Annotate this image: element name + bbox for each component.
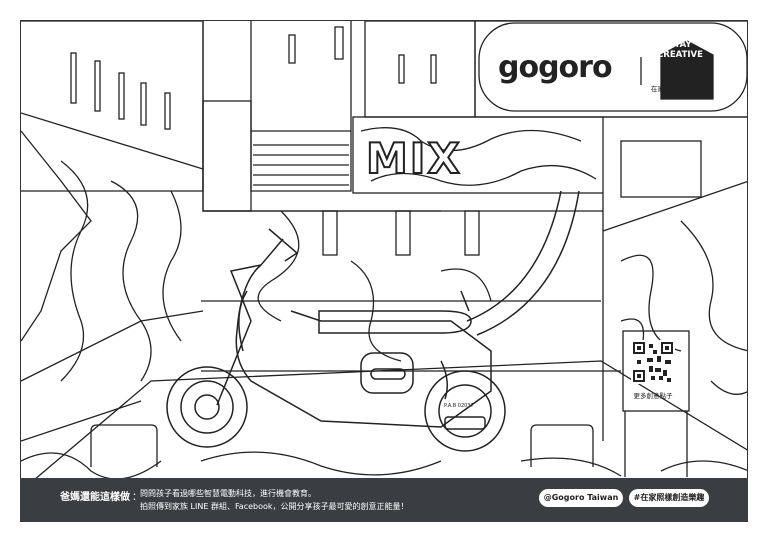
coloring-scene bbox=[20, 20, 748, 522]
footer-bar: 爸媽還能這樣做 ： 問問孩子看過哪些智慧電動科技，進行機會教育。 拍照傳到家族 … bbox=[20, 478, 748, 522]
footer-line-2: 拍照傳到家族 LINE 群組、Facebook，公開分享孩子最可愛的創意正能量！ bbox=[140, 502, 409, 511]
footer-colon: ： bbox=[132, 492, 142, 503]
license-plate: P.A.B 02037 bbox=[444, 403, 474, 409]
qr-sign-board bbox=[622, 330, 690, 412]
hashtag-pill[interactable]: #在家照樣創造樂趣 bbox=[629, 489, 709, 507]
scooter bbox=[166, 228, 506, 452]
gogoro-logo: gogoro bbox=[498, 50, 613, 85]
qr-code[interactable] bbox=[631, 340, 675, 384]
footer-line-1: 問問孩子看過哪些智慧電動科技，進行機會教育。 bbox=[140, 489, 316, 498]
stay-creative-badge: STAY CREATIVE bbox=[645, 40, 715, 60]
gogoro-taiwan-handle[interactable]: @Gogoro Taiwan bbox=[539, 489, 623, 507]
brand-panel bbox=[478, 22, 747, 112]
footer-title: 爸媽還能這樣做 bbox=[60, 492, 130, 503]
creative-label: CREATIVE bbox=[657, 50, 703, 60]
stay-creative-house bbox=[660, 40, 714, 100]
stay-creative-subtitle: 在家 · 同樣創造樂趣 bbox=[650, 85, 710, 93]
mix-sign: MIX bbox=[365, 133, 462, 184]
line-art-illustration bbox=[21, 21, 747, 492]
stay-label: STAY bbox=[668, 40, 692, 50]
qr-caption: 更多創意點子 bbox=[633, 392, 673, 400]
